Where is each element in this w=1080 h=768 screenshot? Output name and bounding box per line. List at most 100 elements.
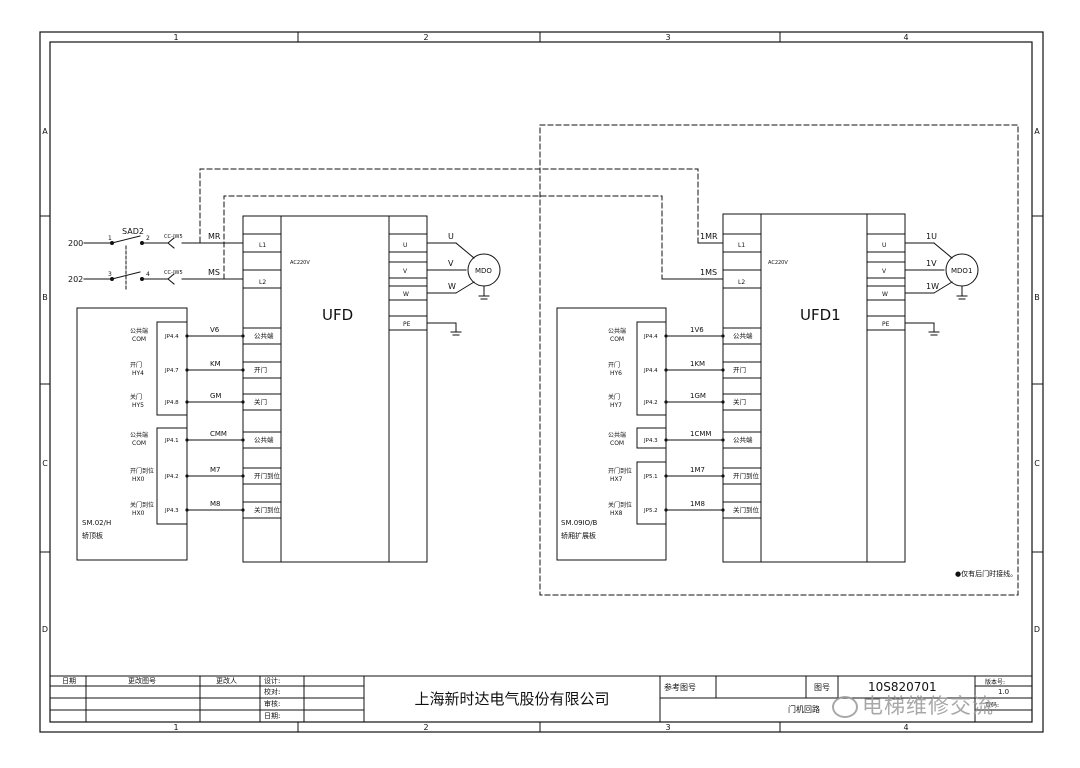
board-name: SM.02/H [82, 519, 111, 527]
zone-bottom-4: 4 [903, 723, 908, 732]
term-2: 2 [146, 235, 150, 242]
board-pin-label: JP5.2 [643, 508, 658, 514]
board-pin-label: JP4.3 [164, 508, 179, 514]
board-pin-label: JP5.1 [643, 474, 658, 480]
control-wires-right [665, 335, 724, 511]
tb-drawing-title: 门机回路 [788, 704, 820, 714]
board-signal-label: 公共端 [608, 431, 626, 439]
zone-left-d: D [42, 625, 48, 634]
control-wire-label: 1GM [690, 392, 706, 400]
motor1-wire-u: 1U [926, 232, 937, 241]
board-signal-label: 公共端 [130, 431, 148, 439]
motor-wire-w: W [448, 282, 456, 291]
zone-bottom-3: 3 [665, 723, 670, 732]
rear-door-boundary [539, 124, 1019, 596]
tb-ref-label: 参考图号 [664, 682, 696, 692]
title-block [49, 675, 1033, 723]
board-signal-label: 关门 [130, 393, 142, 401]
tb-design: 设计: [264, 676, 280, 685]
control-wire-label: 1V6 [690, 326, 704, 334]
ufd-out-v: V [403, 268, 408, 275]
zone-top-4: 4 [903, 33, 908, 42]
inverter-input-label: 开门到位 [733, 471, 760, 480]
ufd1-title: UFD1 [800, 306, 841, 324]
board-signal-code: COM [132, 336, 146, 343]
board-signal-label: 开门到位 [130, 467, 154, 475]
ufd-supply: AC220V [290, 260, 310, 266]
control-wire-label: 1M8 [690, 500, 705, 508]
board-signal-label: 开门 [130, 361, 142, 369]
inverter-input-label: 关门 [254, 397, 267, 406]
connector-arrow-a [167, 237, 175, 249]
board1-block-mid [636, 427, 667, 449]
term-1: 1 [108, 235, 112, 242]
ufd-out-u: U [403, 242, 407, 249]
board-signal-label: 开门 [608, 361, 620, 369]
zone-right-b: B [1034, 293, 1040, 302]
control-wire-label: 1KM [690, 360, 705, 368]
wire-1ms: 1MS [700, 268, 717, 277]
control-wire-label: 1M7 [690, 466, 705, 474]
right-circuit [556, 213, 979, 563]
left-labels: SAD2 200 202 1 2 3 4 CC-JW5 CC-JW5 MR MS… [68, 227, 492, 540]
board-signal-code: COM [610, 440, 624, 447]
zone-right-d: D [1034, 625, 1040, 634]
wire-ms: MS [208, 268, 220, 277]
tb-version: 1.0 [998, 688, 1009, 696]
board-pin-label: JP4.8 [164, 400, 179, 406]
ufd-body [280, 215, 390, 563]
board-pin-label: JP4.4 [164, 334, 179, 340]
connector-arrow-b [167, 273, 175, 285]
control-wire-label: KM [210, 360, 221, 368]
wechat-icon [832, 696, 858, 718]
control-wire-label: M7 [210, 466, 221, 474]
board-signal-code: HX7 [610, 476, 623, 483]
sheet-frame [39, 31, 1044, 733]
rear-door-note: ●仅有后门时接线。 [955, 569, 1017, 578]
tb-change-no-header: 更改图号 [128, 676, 156, 685]
dashed-wiring [199, 124, 1019, 596]
ufd-title: UFD [322, 306, 353, 324]
inverter-input-label: 关门 [733, 397, 746, 406]
board-signal-code: COM [132, 440, 146, 447]
ufd-l1: L1 [259, 242, 266, 249]
zone-left-b: B [42, 293, 48, 302]
board-signal-code: HY5 [132, 402, 144, 409]
board-pin-label: JP4.2 [643, 400, 658, 406]
zone-left-c: C [42, 459, 48, 468]
tb-drawing-label: 图号 [814, 683, 830, 692]
inverter-input-label: 公共端 [254, 331, 274, 340]
board-signal-code: HX0 [132, 510, 145, 517]
board-pin-label: JP4.1 [164, 438, 179, 444]
dashed-link-l2 [223, 195, 663, 280]
tb-changer-header: 更改人 [216, 676, 237, 685]
tb-date-header: 日期 [62, 677, 76, 685]
control-wire-label: 1CMM [690, 430, 711, 438]
motor1-wire-w: 1W [926, 282, 939, 291]
inverter-input-label: 关门到位 [254, 505, 281, 514]
term-3: 3 [108, 271, 112, 278]
zone-bottom-1: 1 [173, 723, 178, 732]
board-signal-code: HY6 [610, 370, 622, 377]
wire-1mr: 1MR [700, 232, 718, 241]
watermark-text: 电梯维修交流 [862, 694, 994, 718]
board1-desc: 轿厢扩展板 [561, 531, 596, 540]
zone-top-1: 1 [173, 33, 178, 42]
control-wire-label: M8 [210, 500, 221, 508]
motor-wire-v: V [448, 259, 454, 268]
ufd-out-pe: PE [403, 321, 411, 328]
tb-page-label: 页码: [985, 701, 999, 709]
control-wire-label: GM [210, 392, 221, 400]
motor-label: MDO [475, 267, 492, 275]
right-dots [664, 334, 725, 512]
board-signal-label: 开门到位 [608, 467, 632, 475]
board-pin-label: JP4.2 [164, 474, 179, 480]
left-circuit [76, 215, 501, 563]
control-wire-label: V6 [210, 326, 220, 334]
board-pin-label: JP4.4 [643, 368, 658, 374]
board-signal-code: HX8 [610, 510, 623, 517]
board-signal-label: 关门到位 [608, 501, 632, 509]
